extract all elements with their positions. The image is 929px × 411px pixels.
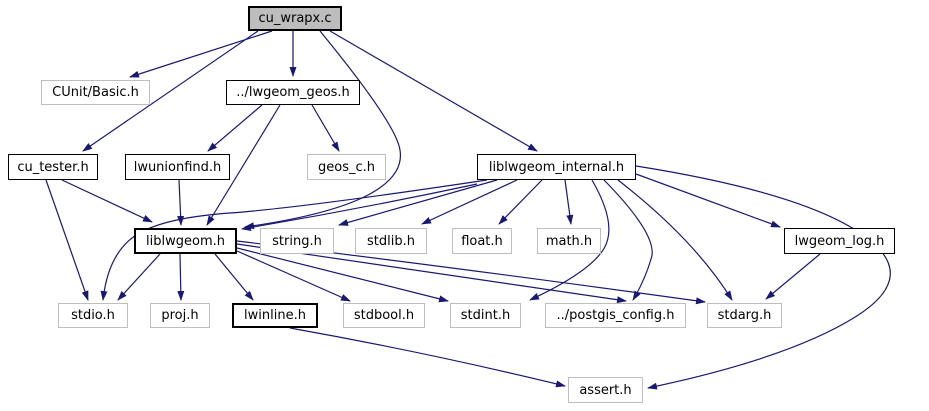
edge-liblwgeom-internal-h-to-stdlib-h — [421, 179, 518, 225]
edge-liblwgeom-internal-h-to-string-h — [338, 179, 498, 226]
edge-lwgeom-log-h-to-stdarg-h — [765, 253, 821, 300]
node-label: ../lwgeom_geos.h — [236, 85, 350, 100]
graph-node-proj-h: proj.h — [150, 303, 210, 328]
graph-node-stdbool-h: stdbool.h — [343, 303, 425, 328]
edge-liblwgeom-h-to-proj-h — [177, 253, 185, 301]
node-label: cu_wrapx.c — [258, 11, 332, 26]
node-label: lwgeom_log.h — [794, 233, 885, 249]
node-label: stdint.h — [460, 308, 511, 323]
edge-liblwgeom-internal-h-to-math-h — [564, 179, 574, 225]
graph-node-liblwgeom-internal-h[interactable]: liblwgeom_internal.h — [477, 154, 636, 180]
edge-lwunionfind-h-to-liblwgeom-h — [177, 179, 185, 226]
node-label: string.h — [272, 233, 322, 249]
node-label: liblwgeom.h — [146, 233, 225, 249]
edge-liblwgeom-internal-h-to-stdio-h — [100, 179, 488, 301]
node-label: math.h — [545, 233, 593, 249]
graph-node-stdio-h: stdio.h — [58, 303, 128, 328]
graph-node-string-h: string.h — [260, 228, 334, 254]
node-label: CUnit/Basic.h — [52, 85, 139, 100]
graph-node-cu-wrapx-c: cu_wrapx.c — [248, 6, 342, 31]
node-label: ../postgis_config.h — [556, 308, 675, 323]
edge-cu-wrapx-c-to-liblwgeom-internal-h — [329, 30, 538, 152]
edge-liblwgeom-internal-h-to-stdarg-h — [617, 179, 733, 301]
edge-lwinline-h-to-assert-h — [289, 327, 566, 388]
graph-node-stdlib-h: stdlib.h — [355, 228, 427, 254]
edge-lwgeom-geos-h-to-lwunionfind-h — [207, 104, 263, 152]
graph-node-lwunionfind-h[interactable]: lwunionfind.h — [125, 154, 230, 180]
edge-cu-tester-h-to-liblwgeom-h — [61, 179, 153, 223]
graph-node-geos-c-h: geos_c.h — [307, 154, 386, 180]
edge-liblwgeom-internal-h-to-float-h — [498, 179, 543, 225]
node-label: lwinline.h — [244, 308, 306, 323]
graph-node-lwgeom-log-h[interactable]: lwgeom_log.h — [784, 228, 895, 254]
graph-node-postgis-config-h: ../postgis_config.h — [545, 303, 686, 328]
node-label: liblwgeom_internal.h — [488, 159, 625, 175]
graph-node-assert-h: assert.h — [568, 377, 643, 403]
graph-node-cunit-basic-h: CUnit/Basic.h — [41, 80, 150, 105]
edge-cu-tester-h-to-stdio-h — [45, 179, 89, 301]
edge-liblwgeom-h-to-stdio-h — [117, 253, 161, 301]
edge-liblwgeom-internal-h-to-postgis-config-h — [603, 179, 653, 301]
edge-cu-wrapx-c-to-cunit-basic-h — [129, 30, 273, 78]
node-label: cu_tester.h — [17, 159, 89, 175]
graph-node-cu-tester-h[interactable]: cu_tester.h — [8, 154, 98, 180]
edge-cu-wrapx-c-to-liblwgeom-h — [244, 30, 401, 230]
graph-node-math-h: math.h — [537, 228, 601, 254]
node-label: float.h — [461, 233, 503, 249]
graph-node-liblwgeom-h[interactable]: liblwgeom.h — [134, 228, 237, 254]
node-label: stdbool.h — [353, 308, 415, 323]
node-label: lwunionfind.h — [133, 159, 222, 175]
edge-liblwgeom-h-to-stdbool-h — [236, 250, 351, 302]
node-label: stdarg.h — [717, 308, 772, 323]
node-label: geos_c.h — [318, 159, 375, 175]
node-label: assert.h — [579, 382, 632, 398]
edge-liblwgeom-h-to-stdint-h — [236, 247, 449, 303]
edge-liblwgeom-internal-h-to-lwgeom-log-h — [635, 173, 781, 228]
graph-node-float-h: float.h — [452, 228, 512, 254]
edge-liblwgeom-internal-h-to-stdint-h — [529, 179, 610, 301]
graph-node-lwinline-h[interactable]: lwinline.h — [232, 303, 318, 328]
node-label: proj.h — [161, 308, 199, 323]
edge-liblwgeom-h-to-lwinline-h — [214, 253, 254, 301]
graph-node-lwgeom-geos-h[interactable]: ../lwgeom_geos.h — [226, 80, 360, 105]
node-label: stdio.h — [71, 308, 115, 323]
edge-cu-wrapx-c-to-cu-tester-h — [82, 30, 259, 152]
edge-lwgeom-geos-h-to-liblwgeom-h — [206, 104, 281, 226]
graph-node-stdarg-h: stdarg.h — [707, 303, 782, 328]
node-label: stdlib.h — [367, 233, 415, 249]
edge-lwgeom-geos-h-to-geos-c-h — [311, 104, 340, 152]
graph-node-stdint-h: stdint.h — [450, 303, 521, 328]
edge-liblwgeom-internal-h-to-assert-h — [635, 165, 891, 390]
edge-liblwgeom-internal-h-to-liblwgeom-h — [241, 183, 478, 231]
